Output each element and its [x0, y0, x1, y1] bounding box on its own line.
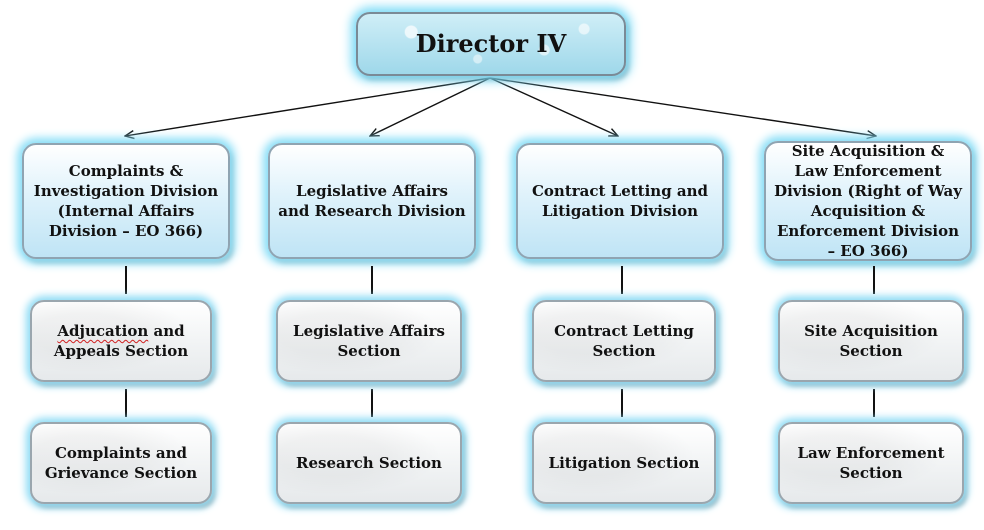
section-contract-letting: Contract Letting Section: [532, 300, 716, 382]
director-title: Director IV: [415, 29, 567, 58]
section-research: Research Section: [276, 422, 462, 504]
division-contract-letting: Contract Letting and Litigation Division: [516, 143, 724, 259]
connector-line: [125, 266, 127, 294]
section-label-rest: and Appeals Section: [53, 322, 189, 360]
section-label: Adjucation and Appeals Section: [42, 321, 200, 361]
section-law-enforcement: Law Enforcement Section: [778, 422, 964, 504]
division-legislative-affairs: Legislative Affairs and Research Divisio…: [268, 143, 476, 259]
director-box: Director IV: [356, 12, 626, 76]
connector-line: [621, 389, 623, 417]
section-adjudication-appeals: Adjucation and Appeals Section: [30, 300, 212, 382]
arrow-to-complaints-division: [125, 77, 491, 136]
section-label: Research Section: [296, 454, 442, 472]
connector-line: [371, 266, 373, 294]
misspelled-word: Adjucation: [57, 322, 149, 340]
section-label: Legislative Affairs Section: [293, 322, 445, 360]
division-label: Complaints & Investigation Division (Int…: [33, 162, 219, 240]
arrow-to-legislative-division: [370, 77, 491, 136]
connector-line: [621, 266, 623, 294]
division-label: Site Acquisition & Law Enforcement Divis…: [774, 142, 962, 260]
arrow-to-contract-division: [489, 77, 618, 136]
division-label: Legislative Affairs and Research Divisio…: [278, 182, 466, 220]
section-litigation: Litigation Section: [532, 422, 716, 504]
division-site-acquisition: Site Acquisition & Law Enforcement Divis…: [764, 141, 972, 261]
section-legislative-affairs: Legislative Affairs Section: [276, 300, 462, 382]
division-label: Contract Letting and Litigation Division: [531, 182, 709, 220]
division-complaints-investigation: Complaints & Investigation Division (Int…: [22, 143, 230, 259]
connector-line: [371, 389, 373, 417]
section-complaints-grievance: Complaints and Grievance Section: [30, 422, 212, 504]
connector-line: [873, 266, 875, 294]
connector-line: [873, 389, 875, 417]
section-label: Site Acquisition Section: [804, 322, 938, 360]
section-label: Litigation Section: [548, 454, 700, 472]
section-label: Complaints and Grievance Section: [44, 444, 198, 482]
section-label: Law Enforcement Section: [797, 444, 945, 482]
arrow-to-site-division: [489, 77, 876, 136]
connector-line: [125, 389, 127, 417]
section-label: Contract Letting Section: [554, 322, 694, 360]
section-site-acquisition: Site Acquisition Section: [778, 300, 964, 382]
